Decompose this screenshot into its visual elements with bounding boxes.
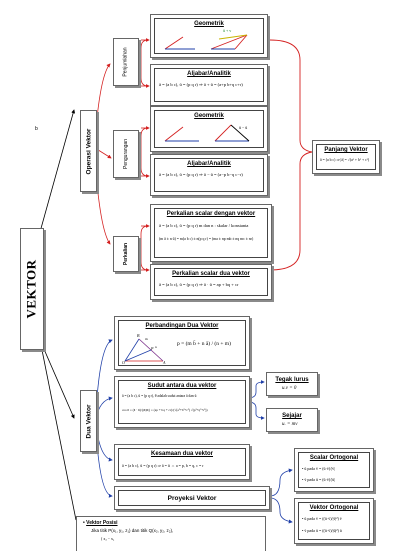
dua-vektor-label: Dua Vektor (85, 404, 92, 438)
vektor-posisi-line2: ( x₂ − x₁ (101, 536, 115, 541)
geometrik-add-box: Geometrik ū + v (150, 14, 268, 58)
aljabar-add-title: Aljabar/Analitik (187, 71, 231, 77)
pengurangan-box: Pengurangan (113, 130, 139, 178)
aljabar-add-box: Aljabar/Analitik ā = (a b c), ū = (p q r… (150, 64, 268, 106)
pengurangan-brace (140, 127, 149, 177)
panjang-brace (269, 39, 313, 271)
point-a-label: A (163, 360, 166, 365)
panjang-vektor-box: Panjang Vektor ā = (a b c) ⇒ |ā| = √(a² … (312, 140, 380, 174)
operasi-vektor-label: Operasi Vektor (85, 128, 93, 174)
perkalian-brace (140, 225, 149, 271)
perkalian-dua-title: Perkalian scalar dua vektor (172, 271, 250, 277)
tegak-lurus-title: Tegak lurus (275, 377, 309, 383)
root-to-dua-line (39, 339, 75, 419)
sudut-box: Sudut antara dua vektor ā = (a b c), ū =… (114, 376, 250, 428)
point-p-label: P (151, 346, 154, 351)
aljabar-sub-title: Aljabar/Analitik (187, 161, 231, 167)
operasi-to-pengurangan (94, 147, 112, 159)
dua-to-perbandingan (95, 339, 113, 413)
sejajar-box: Sejajar u. = mv (266, 408, 318, 432)
panjang-vektor-title: Panjang Vektor (324, 147, 368, 153)
operasi-to-perkalian (94, 159, 111, 245)
perbandingan-title: Perbandingan Dua Vektor (145, 323, 219, 329)
perkalian-scalar-formula-1: ā = (a b c), ū = (p q r) m dan n : skala… (159, 223, 249, 228)
tegak-lurus-formula: u.v = 0 (282, 386, 297, 391)
operasi-vektor-box: Operasi Vektor (80, 110, 97, 192)
sudut-to-tegak (247, 380, 265, 399)
vektor-posisi-line1: Jika titik P(x₁, y₁, z₁) dan titik Q(x₂,… (91, 528, 174, 533)
perbandingan-box: Perbandingan Dua Vektor O A B P m n p = … (114, 316, 250, 370)
page-marker: b (35, 126, 38, 132)
scalar-ortogonal-box: Scalar Ortogonal • ū pada v̄ = (ū·v̄)/|v… (294, 448, 374, 492)
scalar-ortogonal-formula-1: • ū pada v̄ = (ū·v̄)/|v̄| (302, 466, 335, 471)
point-o-label: O (122, 360, 125, 365)
scalar-ortogonal-title: Scalar Ortogonal (309, 455, 359, 461)
root-vektor-box: VEKTOR (20, 228, 44, 350)
proyeksi-box: Proyeksi Vektor (114, 486, 270, 510)
vektor-ortogonal-box: Vektor Ortogonal • ū pada v̄ = ((ū·v̄)/|… (294, 498, 374, 544)
vector-addition-diagram (164, 34, 248, 50)
perkalian-label: Perkalian (123, 242, 129, 266)
geometrik-add-title: Geometrik (194, 21, 224, 27)
root-to-posisi-line (39, 339, 77, 521)
point-b-label: B (137, 333, 140, 338)
geometrik-sub-title: Geometrik (194, 113, 224, 119)
root-to-operasi-line (39, 109, 76, 233)
perkalian-scalar-box: Perkalian scalar dengan vektor ā = (a b … (150, 204, 272, 262)
penjumlahan-label: Penjumlahan (123, 47, 129, 77)
sudut-to-sejajar (247, 401, 265, 420)
penjumlahan-box: Penjumlahan (113, 38, 139, 86)
perkalian-dua-box: Perkalian scalar dua vektor ā = (a b c),… (150, 264, 272, 300)
seg-m-label: m (145, 337, 148, 341)
sudut-formula-2: cos θ = (ā · ū)/(|ā||ū|) = (ap + bq + cr… (122, 408, 208, 412)
vektor-ortogonal-formula-1: • ū pada v̄ = ((ū·v̄)/|v̄|²) v̄ (302, 516, 342, 521)
sudut-title: Sudut antara dua vektor (147, 383, 217, 389)
perkalian-scalar-title: Perkalian scalar dengan vektor (166, 211, 256, 217)
perkalian-scalar-formula-2: (m ā ± n ū) = m(a b c) ± n(p q r) = (ma … (159, 237, 254, 241)
perbandingan-triangle-diagram (124, 338, 164, 362)
vektor-ortogonal-formula-2: • v̄ pada ū = ((ū·v̄)/|ū|²) ū (302, 528, 342, 533)
scalar-ortogonal-formula-2: • v̄ pada ū = (ū·v̄)/|ū| (302, 477, 335, 482)
perkalian-dua-formula: ā = (a b c), ū = (p q r) ⇒ ā · ū = ap + … (159, 282, 239, 287)
tegak-lurus-box: Tegak lurus u.v = 0 (266, 372, 318, 396)
root-title: VEKTOR (24, 259, 40, 319)
add-result-label: ū + v (223, 28, 232, 33)
operasi-to-penjumlahan (94, 63, 111, 141)
vektor-posisi-box: • Vektor Posisi Jika titik P(x₁, y₁, z₁)… (76, 516, 266, 551)
perkalian-box: Perkalian (113, 236, 139, 272)
vektor-ortogonal-title: Vektor Ortogonal (309, 505, 359, 511)
sub-result-label: ū − ū (239, 125, 248, 130)
dua-to-sudut (95, 396, 113, 419)
vektor-posisi-title: Vektor Posisi (86, 520, 118, 526)
pengurangan-label: Pengurangan (123, 138, 129, 170)
proyeksi-to-vektor (269, 497, 293, 524)
kesamaan-box: Kesamaan dua vektor ā = (a b c), ū = (p … (114, 444, 250, 480)
sudut-formula-1: ā = (a b c), ū = (p q r), θ adalah sudut… (122, 394, 197, 398)
kesamaan-formula: ā = (a b c), ū = (p q r) ⇒ ā = ū ⇔ a = p… (122, 463, 204, 468)
aljabar-sub-box: Aljabar/Analitik ā = (a b c), ū = (p q r… (150, 154, 268, 196)
aljabar-sub-formula: ā = (a b c), ū = (p q r) ⇒ ā − ū = (a−p … (159, 172, 243, 177)
bullet-glyph: • (83, 520, 87, 526)
penjumlahan-brace (140, 39, 149, 87)
geometrik-sub-box: Geometrik ū − ū (150, 106, 268, 152)
proyeksi-title: Proyeksi Vektor (167, 495, 217, 502)
aljabar-add-formula: ā = (a b c), ū = (p q r) ⇒ ā + ū = (a+p … (159, 82, 243, 87)
vector-subtraction-diagram (164, 124, 250, 142)
perbandingan-formula: p = (m b̄ + n ā) / (n + m) (177, 341, 231, 347)
kesamaan-title: Kesamaan dua vektor (150, 451, 214, 457)
sejajar-title: Sejajar (282, 413, 302, 419)
proyeksi-to-scalar (269, 468, 293, 497)
seg-n-label: n (155, 345, 157, 349)
sejajar-formula: u. = mv (282, 422, 298, 427)
panjang-vektor-formula: ā = (a b c) ⇒ |ā| = √(a² + b² + c²) (320, 158, 370, 162)
dua-vektor-box: Dua Vektor (80, 390, 97, 452)
